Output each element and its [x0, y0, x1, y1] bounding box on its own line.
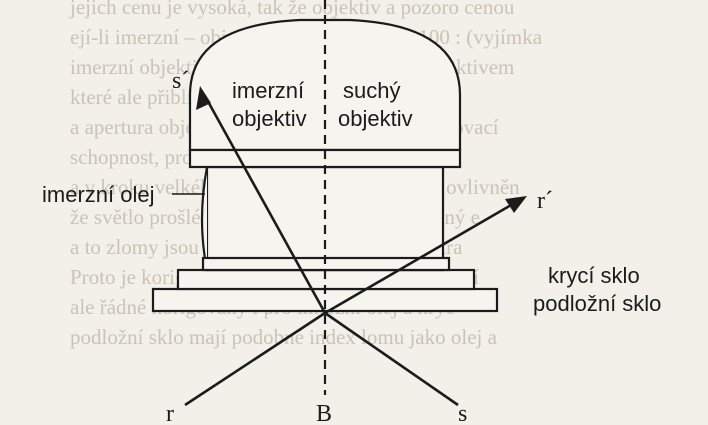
- label-slide: podložní sklo: [533, 291, 661, 316]
- label-dry-objective-1: suchý: [343, 78, 400, 103]
- ray-r-arrowhead: [505, 196, 527, 213]
- ray-r-incident: [184, 311, 326, 407]
- label-immersion-objective-1: imerzní: [232, 78, 304, 103]
- label-s-prime: s´: [172, 68, 189, 94]
- ray-s-incident: [324, 311, 459, 407]
- ray-r-refracted: [324, 199, 519, 315]
- bg-line: podložní sklo mají podobné index lomu ja…: [70, 325, 498, 349]
- ray-s-reflected: [203, 95, 327, 314]
- ray-s-arrowhead: [196, 86, 211, 110]
- label-immersion-objective-2: objektiv: [232, 106, 307, 131]
- label-cover-glass: krycí sklo: [548, 263, 640, 288]
- objective-dome: [188, 18, 462, 152]
- label-r: r: [166, 401, 174, 425]
- label-axis-b: B: [316, 401, 332, 425]
- label-dry-objective-2: objektiv: [338, 106, 413, 131]
- bg-line: jejich cenu je vysoká, tak že objektiv a…: [69, 0, 515, 19]
- label-immersion-oil: imerzní olej: [42, 182, 154, 207]
- label-r-prime: r´: [537, 188, 553, 214]
- label-s: s: [458, 401, 467, 425]
